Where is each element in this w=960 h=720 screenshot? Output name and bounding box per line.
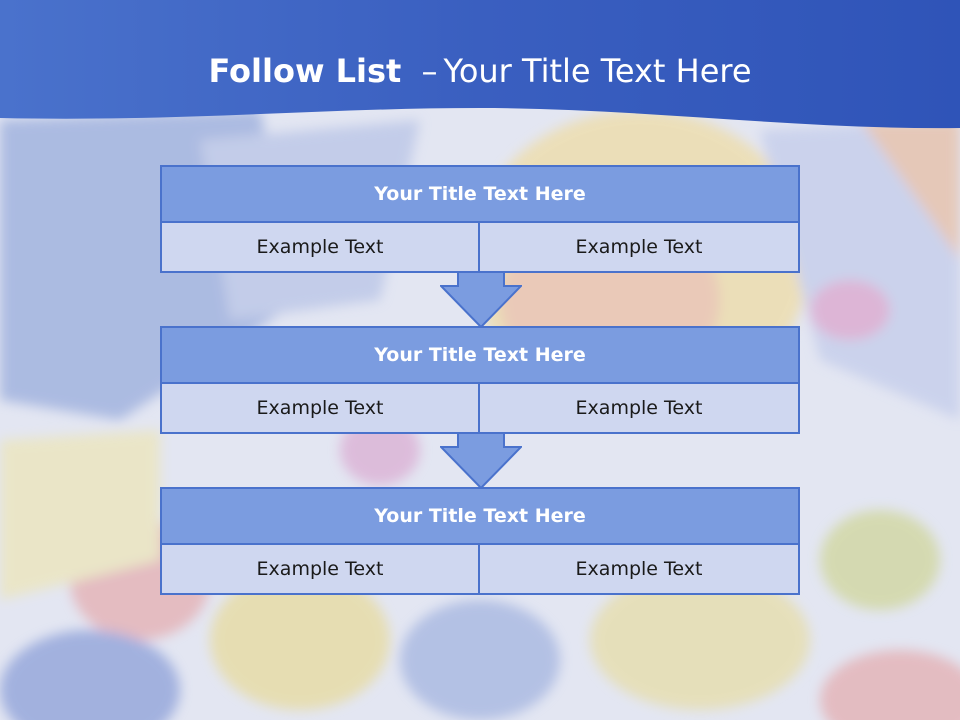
block-cell-right: Example Text xyxy=(480,384,800,434)
block-cell-left: Example Text xyxy=(160,384,480,434)
block-title: Your Title Text Here xyxy=(160,165,800,223)
block-cell-left: Example Text xyxy=(160,545,480,595)
block-cell-left: Example Text xyxy=(160,223,480,273)
block-row: Example Text Example Text xyxy=(160,545,800,595)
block-cell-right: Example Text xyxy=(480,545,800,595)
block-row: Example Text Example Text xyxy=(160,384,800,434)
list-block-1: Your Title Text Here Example Text Exampl… xyxy=(160,165,800,273)
down-arrow-1 xyxy=(440,270,522,328)
down-arrow-2 xyxy=(440,431,522,489)
list-block-3: Your Title Text Here Example Text Exampl… xyxy=(160,487,800,595)
header-band xyxy=(0,0,960,129)
list-block-2: Your Title Text Here Example Text Exampl… xyxy=(160,326,800,434)
slide-title: Follow List –Your Title Text Here xyxy=(0,52,960,90)
block-title: Your Title Text Here xyxy=(160,326,800,384)
block-row: Example Text Example Text xyxy=(160,223,800,273)
block-cell-right: Example Text xyxy=(480,223,800,273)
slide-title-bold: Follow List xyxy=(208,52,402,90)
slide-title-rest: Your Title Text Here xyxy=(443,52,752,90)
block-title: Your Title Text Here xyxy=(160,487,800,545)
slide-title-dash: – xyxy=(421,52,438,90)
